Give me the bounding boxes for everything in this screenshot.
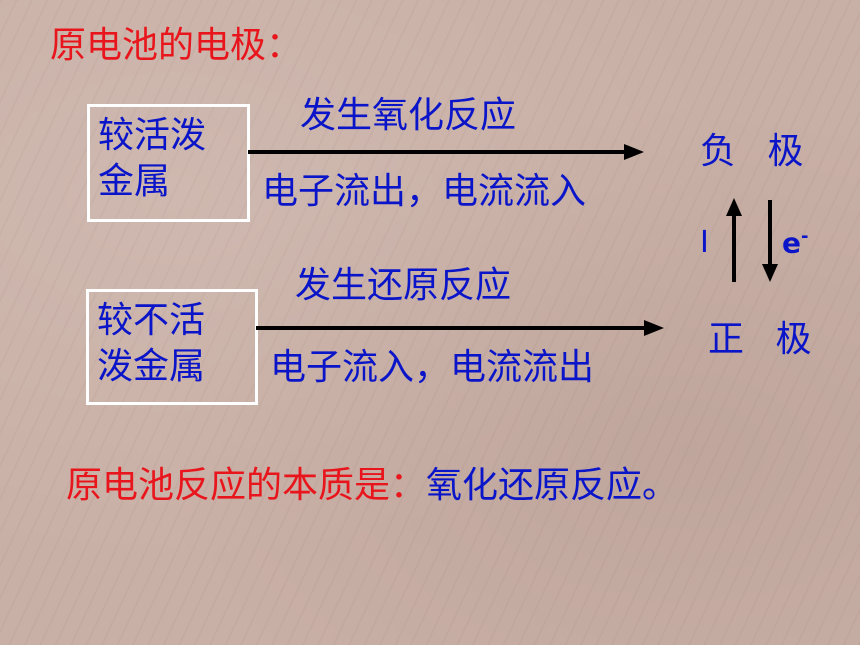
reduction-arrow: [256, 320, 664, 336]
summary-answer: 氧化还原反应。: [426, 465, 679, 506]
current-up-arrow: [726, 198, 742, 282]
active-metal-line2: 金属: [98, 161, 171, 202]
electron-down-arrow: [762, 200, 778, 282]
active-metal-box: 较活泼 金属: [87, 104, 250, 222]
slide-title: 原电池的电极：: [50, 25, 303, 66]
reduction-label: 发生还原反应: [295, 265, 512, 306]
summary-label: 原电池反应的本质是：: [66, 465, 427, 506]
oxidation-arrow: [248, 144, 644, 160]
oxidation-label: 发生氧化反应: [300, 95, 517, 136]
electron-in-label: 电子流入，电流流出: [270, 347, 595, 388]
active-metal-line1: 较活泼: [98, 115, 207, 156]
electron-out-label: 电子流出，电流流入: [262, 171, 587, 212]
positive-pole-label: 正 极: [708, 319, 822, 360]
negative-pole-label: 负 极: [700, 131, 814, 172]
current-symbol: I: [700, 225, 709, 260]
summary-line: 原电池反应的本质是：氧化还原反应。: [66, 468, 678, 504]
less-active-metal-line2: 泼金属: [97, 346, 206, 387]
less-active-metal-box: 较不活 泼金属: [86, 289, 258, 405]
electron-charge: -: [801, 226, 809, 247]
electron-letter: e: [782, 226, 801, 260]
electron-symbol: e-: [782, 228, 808, 257]
less-active-metal-line1: 较不活: [97, 300, 206, 341]
